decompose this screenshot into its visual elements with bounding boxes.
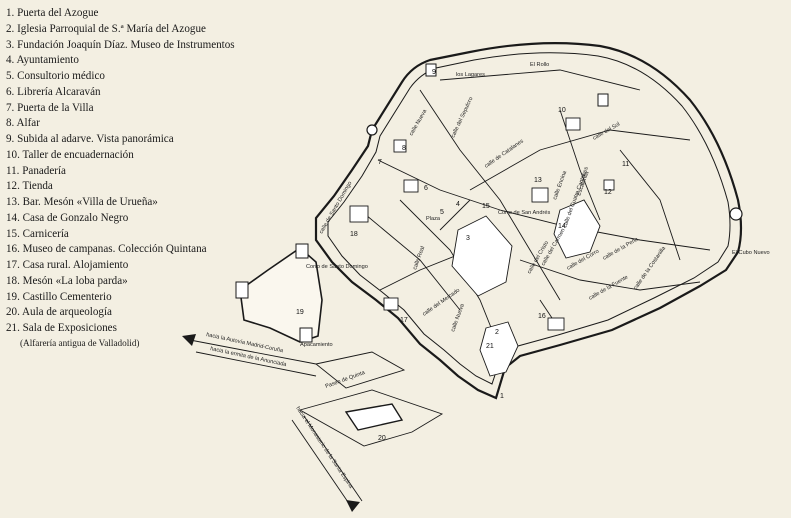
building-blocks <box>349 117 615 377</box>
street-label: calle de la Costanilla <box>633 245 668 291</box>
road-arrow-icon <box>346 500 360 512</box>
street-label: calle Nueva <box>450 302 466 332</box>
map-marker: 16 <box>538 313 546 320</box>
legend-item: 18. Mesón «La loba parda» <box>6 274 128 287</box>
street-label: calle Encina <box>552 169 568 200</box>
map-marker: 5 <box>440 209 444 216</box>
legend-item: 14. Casa de Gonzalo Negro <box>6 211 129 224</box>
map-marker: 10 <box>558 107 566 114</box>
town-wall-outer <box>314 42 743 400</box>
map-marker: 21 <box>486 343 494 350</box>
legend-item: 16. Museo de campanas. Colección Quintan… <box>6 243 207 256</box>
map-marker: 7 <box>378 159 382 166</box>
street-label: Corro de Santo Domingo <box>306 264 368 270</box>
street-label: Plaza <box>426 216 441 222</box>
road-arrow-icon <box>182 334 196 346</box>
wall-tower <box>366 124 378 136</box>
map-marker: 13 <box>534 177 542 184</box>
legend-item: 6. Librería Alcaraván <box>6 85 101 98</box>
map-marker: 11 <box>622 161 629 168</box>
street-label: calle de la Fuente <box>588 274 629 301</box>
legend-note: (Alfarería antigua de Valladolid) <box>20 337 140 348</box>
street-label: calle Nueva <box>409 108 429 137</box>
street-label: los Lagares <box>456 72 485 78</box>
legend-item: 4. Ayuntamiento <box>6 54 79 67</box>
town-wall-inner <box>327 52 731 385</box>
legend-item: 20. Aula de arqueología <box>6 306 112 319</box>
legend-item: 15. Carnicería <box>6 227 69 240</box>
legend-item: 12. Tienda <box>6 180 53 193</box>
map-marker: 1 <box>500 393 504 400</box>
wall-tower <box>729 207 743 221</box>
castle-tower <box>295 243 309 259</box>
legend-item: 9. Subida al adarve. Vista panorámica <box>6 133 174 145</box>
street-label: El Cubo Nuevo <box>732 250 770 256</box>
street-label: calle de la Peña <box>602 236 640 262</box>
map-marker: 19 <box>296 309 304 316</box>
road-label: hacia el Monasterio de la Santa Espina <box>294 406 354 491</box>
map-marker: 2 <box>495 329 499 336</box>
legend-item: 19. Castillo Cementerio <box>6 290 112 303</box>
legend-item: 11. Panadería <box>6 164 66 177</box>
castle-cemetery <box>239 246 323 343</box>
map-marker: 4 <box>456 201 460 208</box>
street-label: El Rollo <box>530 62 549 68</box>
legend-item: 2. Iglesia Parroquial de S.ª María del A… <box>6 22 206 35</box>
wall-tower <box>425 63 437 77</box>
legend-item: 3. Fundación Joaquín Díaz. Museo de Inst… <box>6 38 235 51</box>
legend-item: 21. Sala de Exposiciones <box>6 322 117 334</box>
map-marker: 17 <box>400 317 408 324</box>
map-marker: 9 <box>432 69 436 76</box>
legend-item: 7. Puerta de la Villa <box>6 101 94 114</box>
street-label: Corro de San Andrés <box>498 210 550 216</box>
legend-item: 17. Casa rural. Alojamiento <box>6 259 129 271</box>
approach-roads <box>189 339 363 506</box>
map-legend: 1. Puerta del Azogue 2. Iglesia Parroqui… <box>6 6 256 349</box>
street-label: calle de Catalanes <box>484 138 525 169</box>
legend-item: 1. Puerta del Azogue <box>6 7 99 19</box>
street-label: calle del Sepulcro <box>450 96 474 139</box>
street-label: Apacamiento <box>300 342 333 348</box>
street-label: Paseo de Quinta <box>325 370 367 390</box>
street-label: calle del Sol <box>592 121 621 141</box>
map-marker: 20 <box>378 435 386 442</box>
legend-item: 10. Taller de encuadernación <box>6 148 134 161</box>
legend-item: 5. Consultorio médico <box>6 70 105 82</box>
map-marker: 12 <box>604 189 612 196</box>
map-marker: 14 <box>558 223 566 230</box>
legend-item: 13. Bar. Mesón «Villa de Urueña» <box>6 196 158 208</box>
outer-fields <box>298 389 444 447</box>
map-marker: 6 <box>424 185 428 192</box>
wall-tower <box>597 93 609 107</box>
aula-arqueologia-building <box>344 403 404 431</box>
legend-item: 8. Alfar <box>6 117 40 130</box>
street-label: calle Real <box>412 246 426 271</box>
castle-tower <box>299 327 313 343</box>
map-marker: 15 <box>482 203 490 210</box>
street-label: calle del Mercado <box>422 288 461 318</box>
castle-tower <box>235 281 249 299</box>
map-marker: 18 <box>350 231 358 238</box>
parking-area <box>314 351 406 389</box>
map-marker: 8 <box>402 145 406 152</box>
map-marker: 3 <box>466 235 470 242</box>
